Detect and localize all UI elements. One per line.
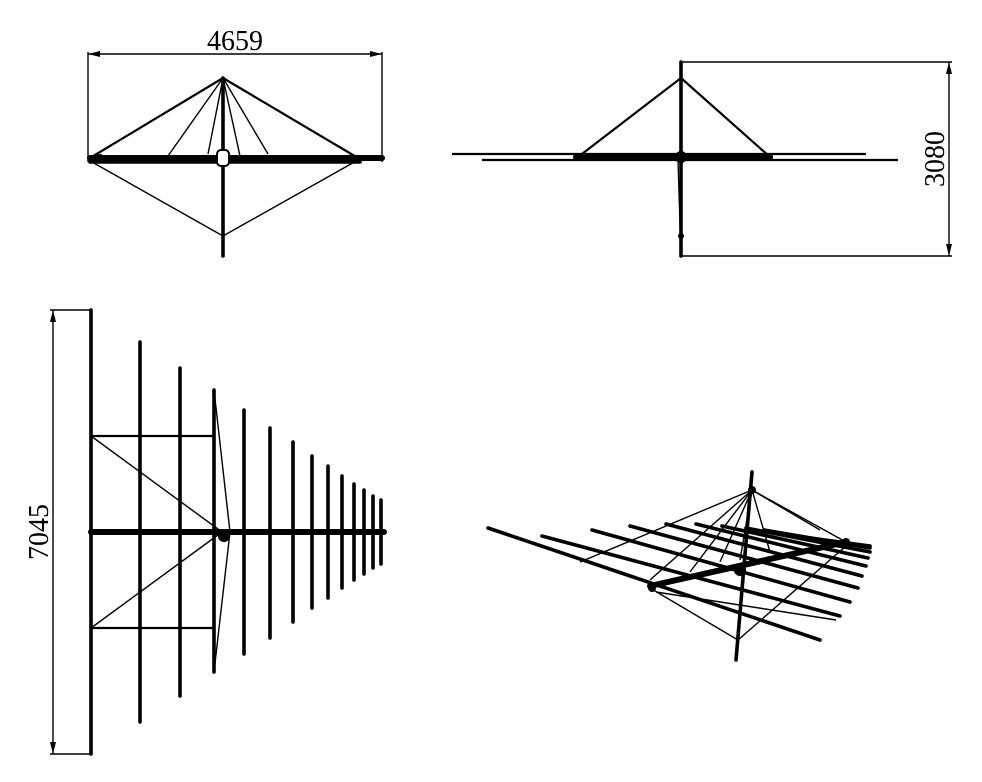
dimension-4659: 4659 bbox=[87, 26, 383, 162]
front-view: 7045 bbox=[24, 308, 387, 756]
dimension-7045: 7045 bbox=[24, 309, 92, 755]
iso-boom bbox=[647, 539, 849, 589]
dimension-label-length: 7045 bbox=[24, 504, 55, 560]
dimension-label-width: 4659 bbox=[207, 26, 263, 57]
dimension-label-height: 3080 bbox=[920, 131, 951, 187]
isometric-view bbox=[486, 470, 872, 662]
dimension-3080: 3080 bbox=[680, 61, 952, 257]
side-view: 3080 bbox=[452, 60, 952, 258]
top-view: 4659 bbox=[87, 26, 385, 258]
